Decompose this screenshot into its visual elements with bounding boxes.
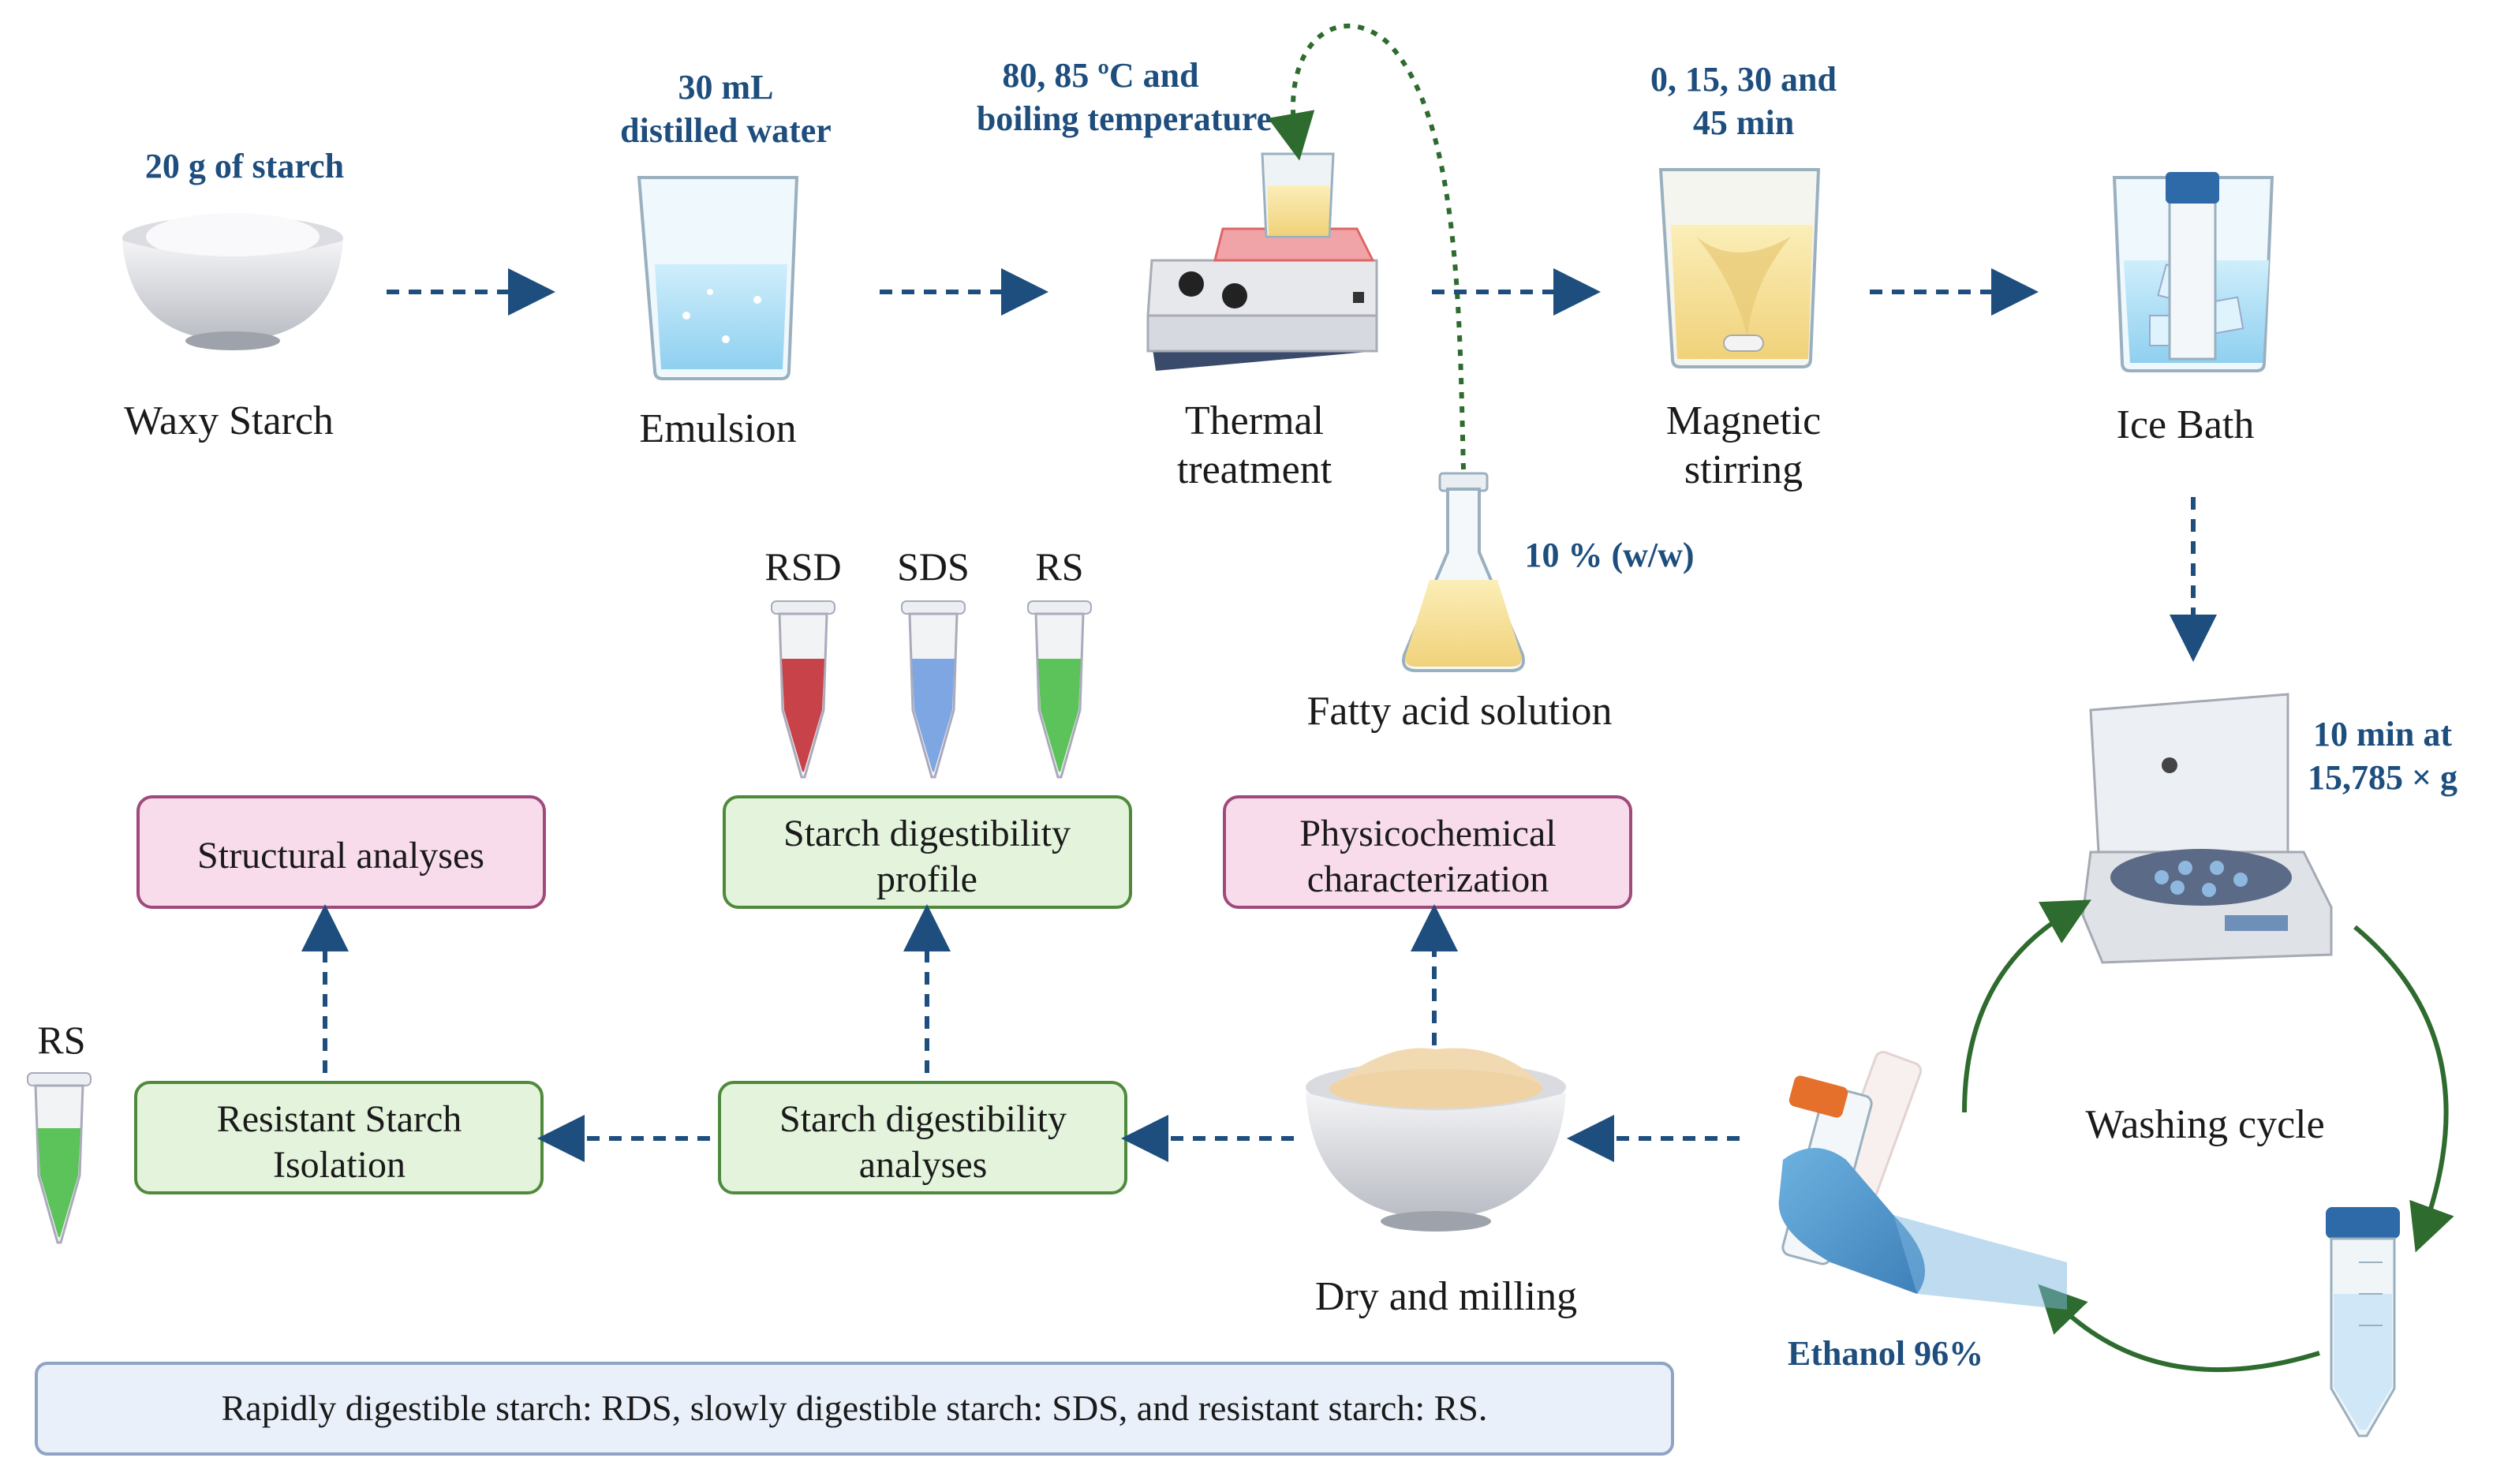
- water-type-label: distilled water: [620, 111, 832, 150]
- physico-label-line1: Physicochemical: [1299, 813, 1556, 854]
- centrifuge-step: 10 min at 15,785 × g: [2081, 693, 2457, 964]
- tube-label-rsd: RSD: [764, 544, 841, 589]
- magnetic-label-line2: stirring: [1684, 447, 1803, 492]
- structural-analyses-label: Structural analyses: [197, 835, 484, 877]
- beaker-water-icon: [637, 176, 799, 380]
- tube-label-sds: SDS: [897, 544, 970, 589]
- digestibility-profile-box: Starch digestibility profile: [723, 795, 1132, 909]
- sds-tube-icon: [901, 600, 966, 779]
- ice-bath-step: Ice Bath: [2112, 172, 2274, 447]
- cycle-arrow-centrifuge-to-tube: [2353, 925, 2454, 1253]
- fatty-acid-concentration: 10 % (w/w): [1524, 536, 1694, 574]
- falcon-tube-icon: [2326, 1207, 2400, 1437]
- ice-bath-label: Ice Bath: [2117, 402, 2255, 447]
- ice-bath-icon: [2112, 172, 2274, 372]
- resistant-label-line2: Isolation: [273, 1144, 406, 1186]
- emulsion-step: 30 mL distilled water Emulsion: [620, 68, 832, 451]
- ethanol-label: Ethanol 96%: [1788, 1334, 1983, 1373]
- temperature-label-line1: 80, 85 ºC and: [1002, 56, 1198, 95]
- resistant-starch-isolation-box: Resistant Starch Isolation: [134, 1081, 544, 1194]
- thermal-label-line2: treatment: [1177, 447, 1332, 492]
- temperature-label-line2: boiling temperature: [977, 99, 1272, 138]
- centrifuge-icon: [2081, 693, 2333, 964]
- fraction-tubes: RSD SDS RS: [764, 544, 1092, 779]
- emulsion-label: Emulsion: [639, 406, 796, 451]
- thermal-label-line1: Thermal: [1185, 398, 1324, 443]
- cycle-arrow-tube-to-ethanol: [2038, 1284, 2320, 1372]
- magnetic-stirring-step: 0, 15, 30 and 45 min Magnetic stirring: [1650, 60, 1837, 492]
- rsd-tube-icon: [771, 600, 835, 779]
- rs-single-tube-icon: [27, 1072, 92, 1244]
- magnetic-label-line1: Magnetic: [1666, 398, 1821, 443]
- hot-plate-icon: [1146, 152, 1378, 371]
- dry-milling-label: Dry and milling: [1315, 1274, 1577, 1319]
- tube-label-rs: RS: [1035, 544, 1083, 589]
- stirring-beaker-icon: [1658, 168, 1821, 368]
- waxy-starch-step: 20 g of starch Waxy Starch: [122, 147, 344, 443]
- abbreviation-legend: Rapidly digestible starch: RDS, slowly d…: [35, 1362, 1674, 1456]
- analyses-label-line1: Starch digestibility: [779, 1098, 1067, 1140]
- rs-single-tube: RS: [27, 1018, 92, 1244]
- profile-label-line1: Starch digestibility: [783, 813, 1071, 854]
- resistant-label-line1: Resistant Starch: [217, 1098, 462, 1140]
- washing-cycle-label: Washing cycle: [2085, 1102, 2324, 1147]
- cycle-arrow-ethanol-to-centrifuge: [1962, 899, 2091, 1113]
- centrifuge-time-line2: 15,785 × g: [2308, 758, 2457, 797]
- ethanol-hand-step: Ethanol 96%: [1778, 1051, 2067, 1373]
- physicochemical-box: Physicochemical characterization: [1223, 795, 1632, 909]
- centrifuge-time-line1: 10 min at: [2313, 715, 2452, 753]
- dry-milling-step: Dry and milling: [1306, 1048, 1577, 1319]
- starch-amount-label: 20 g of starch: [145, 147, 344, 185]
- stirring-time-line2: 45 min: [1693, 103, 1794, 142]
- physico-label-line2: characterization: [1307, 858, 1549, 900]
- water-volume-label: 30 mL: [678, 68, 774, 107]
- analyses-label-line2: analyses: [859, 1144, 988, 1186]
- legend-text: Rapidly digestible starch: RDS, slowly d…: [222, 1388, 1488, 1428]
- rs-tube-icon: [1027, 600, 1092, 779]
- stirring-time-line1: 0, 15, 30 and: [1650, 60, 1837, 99]
- structural-analyses-box: Structural analyses: [136, 795, 546, 909]
- fatty-acid-addition-arrow: [1268, 23, 1466, 470]
- starch-bowl-icon: [122, 213, 343, 350]
- thermal-treatment-step: 80, 85 ºC and boiling temperature Therma…: [977, 56, 1378, 492]
- rs-single-label: RS: [37, 1018, 85, 1062]
- digestibility-analyses-box: Starch digestibility analyses: [718, 1081, 1127, 1194]
- profile-label-line2: profile: [876, 858, 977, 900]
- fatty-acid-step: 10 % (w/w) Fatty acid solution: [1306, 472, 1695, 734]
- waxy-starch-label: Waxy Starch: [124, 398, 334, 443]
- fatty-acid-label: Fatty acid solution: [1306, 689, 1612, 734]
- erlenmeyer-flask-icon: [1402, 472, 1525, 672]
- gloved-hand-icon: [1778, 1051, 2067, 1310]
- milled-starch-bowl-icon: [1306, 1048, 1566, 1232]
